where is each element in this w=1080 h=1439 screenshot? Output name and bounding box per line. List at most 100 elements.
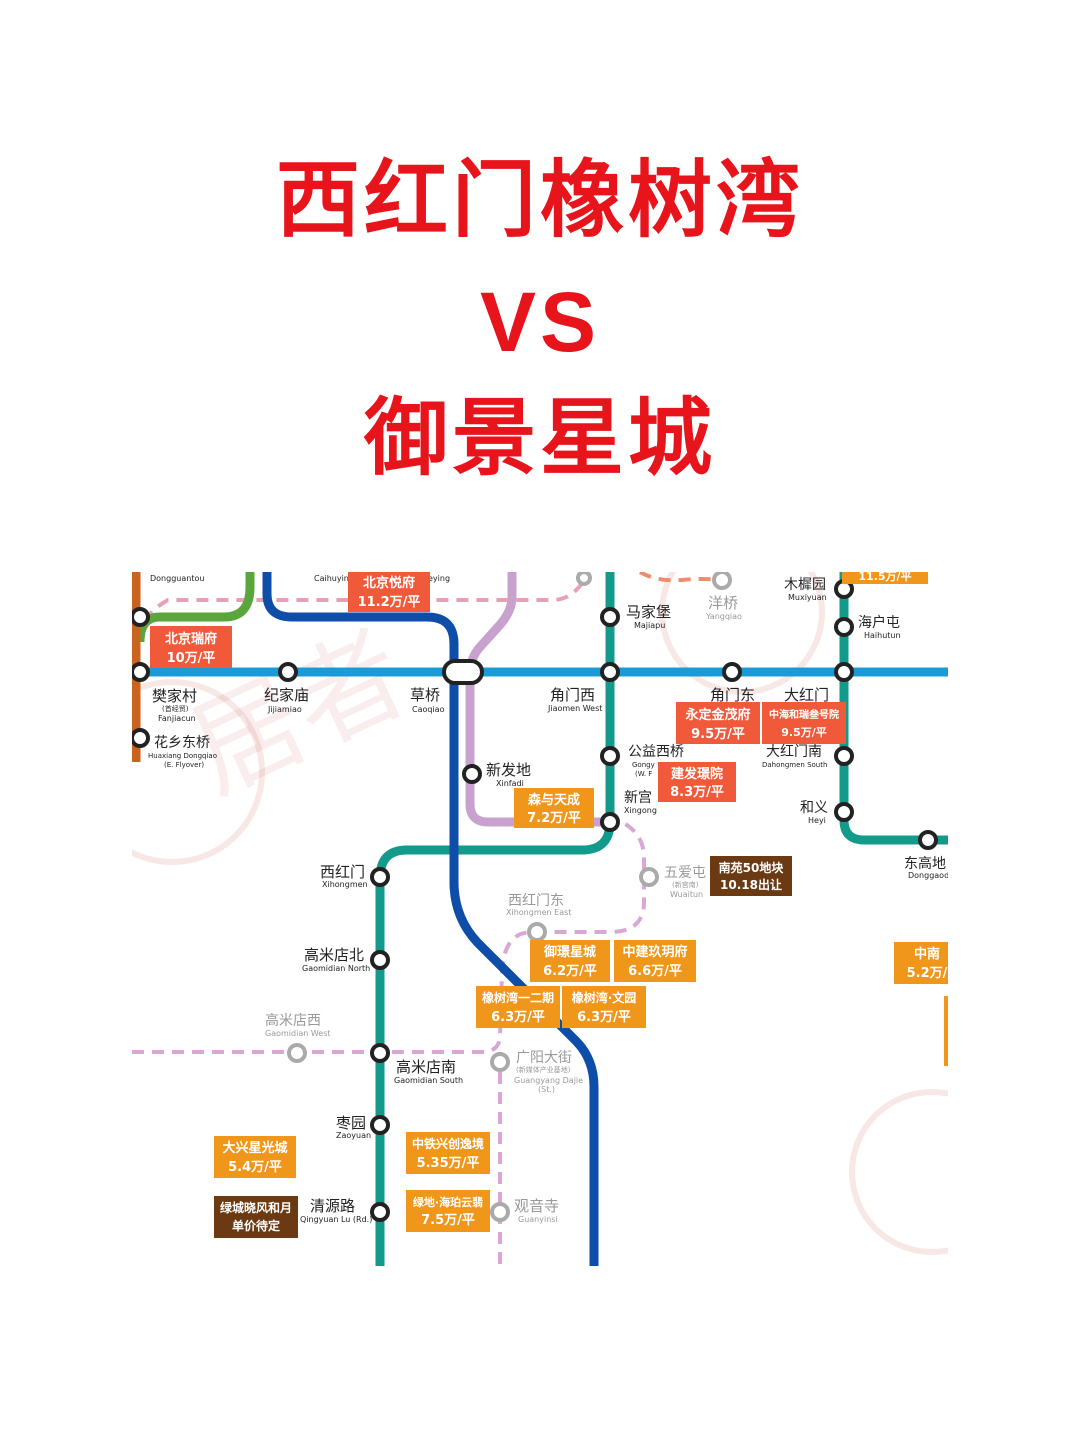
station-en: Xingong — [624, 806, 657, 815]
station-zh: 高米店西 — [265, 1012, 321, 1029]
station-dot[interactable] — [834, 802, 854, 822]
project-labels: 北京悦府 11.2万/平 北京瑞府 10万/平 永定金茂府 9.5万/平 中海和… — [150, 572, 948, 1238]
station-en: Jiaomen West — [547, 704, 602, 713]
line-pink-dashed — [132, 572, 721, 1266]
station-zh: 东高地 — [904, 855, 946, 872]
project-price: 5.35万/平 — [417, 1156, 480, 1171]
station-dot[interactable] — [370, 867, 390, 887]
station-dot[interactable] — [712, 572, 732, 590]
project-label-yujing[interactable]: 御璟星城 6.2万/平 — [530, 940, 610, 982]
station-dot[interactable] — [462, 764, 482, 784]
station-dot[interactable] — [132, 662, 150, 682]
station-dot[interactable] — [834, 746, 854, 766]
station-en: (E. Flyover) — [164, 761, 204, 769]
project-name: 中海和瑞叁号院 — [769, 708, 839, 721]
project-label-zhongjian[interactable]: 中建玖玥府 6.6万/平 — [614, 940, 696, 982]
station-dot[interactable] — [918, 830, 938, 850]
project-label-zhongnan[interactable]: 中南 5.2万/ — [894, 942, 948, 984]
station-en: Zaoyuan — [336, 1131, 371, 1140]
station-zh: 枣园 — [336, 1114, 366, 1132]
station-dot[interactable] — [370, 1043, 390, 1063]
project-label-senyu[interactable]: 森与天成 7.2万/平 — [514, 788, 594, 828]
station-dot[interactable] — [834, 617, 854, 637]
watermark — [132, 572, 948, 1255]
station-zh: 西红门 — [320, 863, 365, 881]
station-dot[interactable] — [287, 1043, 307, 1063]
project-name: 南苑50地块 — [719, 860, 785, 875]
project-name: 大兴星光城 — [222, 1140, 287, 1156]
station-dot[interactable] — [370, 950, 390, 970]
title-vs: VS — [479, 275, 601, 369]
station-en: Majiapu — [634, 621, 665, 630]
station-en: Gaomidian North — [302, 964, 370, 973]
station-markers-planned — [287, 572, 732, 1222]
project-name: 中建玖玥府 — [622, 944, 687, 960]
station-zh: 广阳大街 — [516, 1050, 572, 1066]
project-label-lvcheng[interactable]: 绿城晓风和月 单价待定 — [214, 1196, 298, 1238]
project-price: 8.3万/平 — [670, 785, 724, 800]
project-label-nanyuan[interactable]: 南苑50地块 10.18出让 — [710, 856, 792, 896]
station-dot[interactable] — [834, 662, 854, 682]
station-en: Wuaitun — [670, 890, 703, 899]
project-price: 9.5万/平 — [691, 727, 745, 742]
station-dot[interactable] — [576, 572, 592, 586]
station-sub: (新宫南) — [672, 880, 699, 889]
project-price: 6.6万/平 — [628, 964, 682, 979]
project-label-beijingruifu[interactable]: 北京瑞府 10万/平 — [150, 626, 232, 668]
project-label-jianfa[interactable]: 建发璟院 8.3万/平 — [658, 762, 736, 802]
project-label-beijingyuefu[interactable]: 北京悦府 11.2万/平 — [348, 572, 430, 612]
project-price: 11.5万/平 — [858, 572, 911, 583]
project-price: 9.5万/平 — [781, 726, 827, 739]
project-label-lvdi[interactable]: 绿地·海珀云翡 7.5万/平 — [406, 1190, 490, 1232]
project-label-xiangshuwenyuan[interactable]: 橡树湾·文园 6.3万/平 — [562, 986, 646, 1028]
project-price: 10万/平 — [167, 651, 216, 666]
station-dot[interactable] — [132, 607, 150, 627]
station-dot[interactable] — [370, 1115, 390, 1135]
line-green — [135, 572, 255, 643]
station-dot[interactable] — [600, 812, 620, 832]
station-zh: 大红门 — [784, 686, 829, 704]
station-sub: (新媒体产业基地) — [516, 1065, 571, 1074]
station-dot[interactable] — [527, 922, 547, 942]
station-en: Guangyang Dajie — [514, 1076, 583, 1085]
project-name: 中铁兴创逸境 — [412, 1136, 484, 1151]
station-en: eying — [428, 574, 450, 583]
project-name: 橡树湾·文园 — [572, 990, 637, 1005]
project-label-zhonghai[interactable]: 中海和瑞叁号院 9.5万/平 — [762, 702, 846, 744]
station-en: Haihutun — [864, 631, 901, 640]
project-price: 10.18出让 — [720, 877, 782, 892]
station-dot[interactable] — [600, 607, 620, 627]
station-dot[interactable] — [490, 1202, 510, 1222]
project-label-zhongtie[interactable]: 中铁兴创逸境 5.35万/平 — [406, 1132, 490, 1174]
station-zh: 木樨园 — [784, 577, 826, 593]
station-dot[interactable] — [132, 728, 150, 748]
project-label-top-cut[interactable]: 11.5万/平 — [842, 572, 928, 584]
station-dot[interactable] — [600, 746, 620, 766]
station-dot[interactable] — [490, 1052, 510, 1072]
station-zh: 公益西桥 — [628, 744, 684, 760]
station-en: Muxiyuan — [788, 593, 827, 602]
project-price: 5.4万/平 — [228, 1160, 282, 1175]
subway-map: 居者 — [132, 572, 948, 1266]
station-dot[interactable] — [639, 867, 659, 887]
station-en: (W. F — [635, 770, 652, 778]
station-dot[interactable] — [600, 662, 620, 682]
project-name: 绿城晓风和月 — [220, 1200, 292, 1215]
station-en: Fanjiacun — [158, 714, 196, 723]
line-navy — [262, 572, 599, 1266]
station-dot[interactable] — [370, 1202, 390, 1222]
station-en: Xihongmen East — [506, 908, 571, 917]
station-zh: 新宫 — [624, 790, 652, 806]
project-name: 建发璟院 — [671, 766, 723, 782]
station-en: Caoqiao — [412, 705, 445, 714]
station-en: Qingyuan Lu (Rd.) — [300, 1215, 372, 1224]
project-label-yongding[interactable]: 永定金茂府 9.5万/平 — [676, 702, 760, 744]
station-labels: Dongguantou Caihuying eying 樊家村 (首经贸) Fa… — [148, 574, 948, 1224]
project-price: 11.2万/平 — [358, 595, 421, 610]
station-dot[interactable] — [722, 662, 742, 682]
project-label-cut — [944, 996, 948, 1066]
project-name: 永定金茂府 — [684, 707, 750, 723]
project-label-daxing[interactable]: 大兴星光城 5.4万/平 — [214, 1136, 296, 1178]
project-label-xiangshu12[interactable]: 橡树湾一二期 6.3万/平 — [476, 986, 560, 1028]
station-dot[interactable] — [278, 662, 298, 682]
